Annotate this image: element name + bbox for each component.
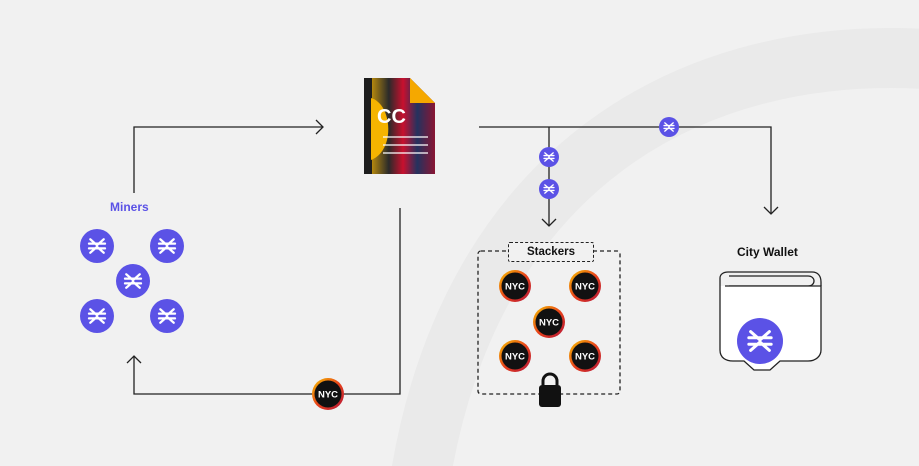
contract-to-miners-arrowhead <box>126 355 142 364</box>
miner-token-2 <box>150 229 184 263</box>
stx-token-stackers-flow-2 <box>539 179 559 199</box>
svg-text:NYC: NYC <box>505 352 525 363</box>
lock-icon <box>539 372 561 407</box>
nyc-coin-1: NYC <box>499 270 531 302</box>
city-wallet-label: City Wallet <box>737 245 798 259</box>
background-swirl <box>392 28 919 466</box>
miners-to-contract-arrowhead <box>315 119 324 135</box>
nyc-coin-3: NYC <box>533 306 565 338</box>
contract-to-wallet-line <box>479 126 772 213</box>
nyc-coin-return-flow: NYC <box>312 378 344 410</box>
svg-text:NYC: NYC <box>575 352 595 363</box>
contract-to-miners-line <box>133 208 401 395</box>
miner-token-4 <box>80 299 114 333</box>
nyc-coin-5: NYC <box>569 340 601 372</box>
connectors <box>126 119 779 395</box>
contract-to-wallet-arrowhead <box>763 206 779 215</box>
miners-to-contract-line <box>133 126 322 193</box>
contract-logo-text: CC <box>377 106 406 128</box>
miners-cluster <box>80 229 184 333</box>
svg-text:NYC: NYC <box>318 390 338 401</box>
miner-token-5 <box>150 299 184 333</box>
miner-token-3 <box>116 264 150 298</box>
svg-text:NYC: NYC <box>575 282 595 293</box>
stx-token-wallet-flow <box>659 117 679 137</box>
stx-token-stackers-flow-1 <box>539 147 559 167</box>
stackers-label: Stackers <box>508 242 594 262</box>
svg-text:NYC: NYC <box>505 282 525 293</box>
contract-to-stackers-arrowhead <box>541 218 557 227</box>
city-wallet-icon <box>719 271 822 371</box>
nyc-coin-4: NYC <box>499 340 531 372</box>
svg-text:NYC: NYC <box>539 318 559 329</box>
miner-token-1 <box>80 229 114 263</box>
nyc-coin-2: NYC <box>569 270 601 302</box>
smart-contract-document-icon: CC <box>364 78 435 174</box>
miners-label: Miners <box>110 200 149 214</box>
